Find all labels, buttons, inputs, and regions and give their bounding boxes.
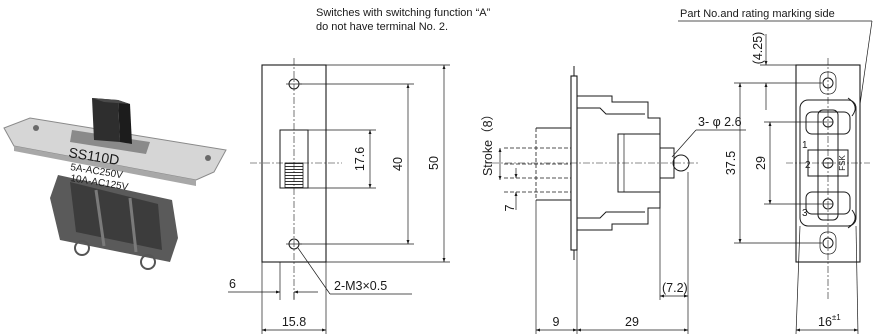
product-photo: SS110D 5A-AC250V 10A-AC125V	[3, 98, 227, 270]
dim-7: 7	[503, 204, 517, 211]
stroke-label: Stroke（8）	[481, 108, 495, 176]
dim-16-tolerance: ±1	[832, 313, 841, 322]
dim-29-side: 29	[625, 315, 639, 329]
terminal-2: 2	[805, 160, 811, 171]
dim-width: 15.8	[282, 315, 306, 329]
svg-text:16±1: 16±1	[818, 313, 841, 329]
thread-callout: 2-M3×0.5	[334, 279, 387, 293]
hole-callout-leader	[671, 129, 697, 158]
terminal-1: 1	[802, 140, 808, 151]
rear-view: 1 2 3 FSK	[786, 58, 870, 300]
dim-7-2: (7.2)	[662, 281, 688, 295]
dim-16: 16	[818, 315, 832, 329]
marking-side-label: Part No.and rating marking side	[680, 8, 835, 20]
brand-mark: FSK	[838, 155, 847, 171]
terminal-3: 3	[802, 208, 808, 219]
switching-note-line-2: do not have terminal No. 2.	[316, 21, 448, 33]
dim-4-25: (4.25)	[751, 32, 765, 65]
front-view	[250, 58, 342, 300]
hole-callout: 3- φ 2.6	[698, 115, 742, 129]
dim-9: 9	[553, 315, 560, 329]
dim-29-rear: 29	[754, 156, 768, 170]
side-view	[492, 66, 700, 260]
dim-hole-pitch: 40	[391, 157, 405, 171]
switching-note-line-1: Switches with switching function “A”	[316, 7, 491, 19]
photo-model-label: SS110D	[68, 144, 121, 168]
dim-37-5: 37.5	[724, 151, 738, 175]
dim-height: 50	[427, 156, 441, 170]
dim-offset: 6	[229, 277, 236, 291]
thread-callout-leader	[297, 247, 331, 295]
dim-window: 17.6	[353, 147, 367, 171]
